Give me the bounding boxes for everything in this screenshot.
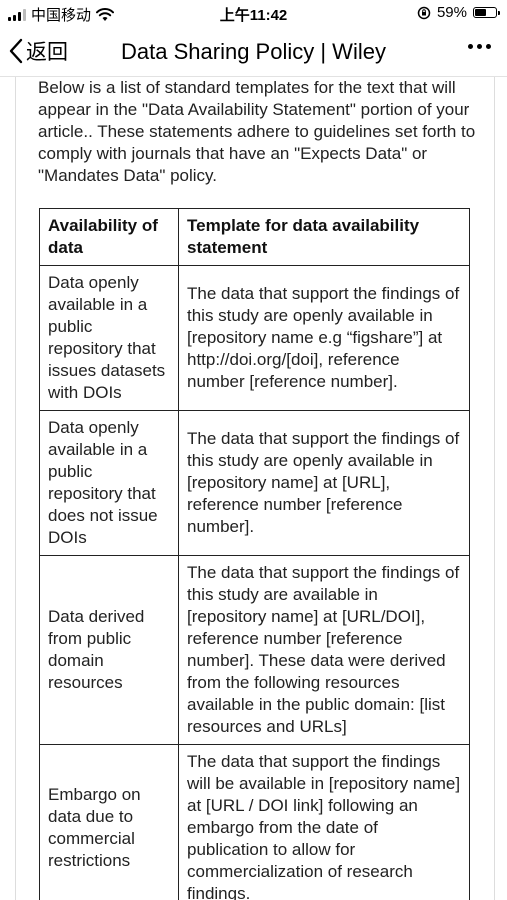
back-button[interactable]: 返回 (8, 36, 68, 66)
status-right: 59% (417, 4, 500, 21)
status-left: 中国移动 (8, 4, 115, 25)
data-availability-table: Availability of data Template for data a… (39, 208, 470, 900)
status-time: 上午11:42 (219, 7, 288, 24)
table-row: Data openly available in a public reposi… (39, 410, 470, 556)
table-row: Data openly available in a public reposi… (39, 265, 470, 411)
chevron-left-icon (9, 38, 23, 64)
signal-icon (8, 8, 26, 21)
table-header-row: Availability of data Template for data a… (39, 208, 470, 266)
availability-cell: Data openly available in a public reposi… (39, 410, 179, 556)
availability-cell: Data derived from public domain resource… (39, 555, 179, 745)
rotation-lock-icon (417, 6, 431, 19)
column-header-template: Template for data availability statement (178, 208, 470, 266)
wifi-icon (96, 7, 115, 21)
battery-percent: 59% (436, 4, 467, 21)
template-cell: The data that support the findings of th… (178, 410, 470, 556)
intro-paragraph: Below is a list of standard templates fo… (38, 78, 476, 185)
template-cell: The data that support the findings of th… (178, 265, 470, 411)
status-bar: 中国移动 上午11:42 59% (0, 0, 507, 28)
column-header-availability: Availability of data (39, 208, 179, 266)
template-cell: The data that support the findings will … (178, 744, 470, 900)
more-options-button[interactable] (468, 44, 491, 49)
navigation-bar: 返回 Data Sharing Policy | Wiley (0, 28, 507, 77)
availability-cell: Embargo on data due to commercial restri… (39, 744, 179, 900)
battery-fill (475, 9, 487, 16)
battery-icon (473, 7, 500, 18)
more-dot-icon (486, 44, 491, 49)
carrier-label: 中国移动 (31, 7, 92, 24)
page-title: Data Sharing Policy | Wiley (121, 39, 386, 64)
table-row: Embargo on data due to commercial restri… (39, 744, 470, 900)
more-dot-icon (477, 44, 482, 49)
table-row: Data derived from public domain resource… (39, 555, 470, 745)
more-dot-icon (468, 44, 473, 49)
availability-cell: Data openly available in a public reposi… (39, 265, 179, 411)
page-content[interactable]: Below is a list of standard templates fo… (15, 77, 495, 900)
back-label: 返回 (26, 41, 68, 64)
template-cell: The data that support the findings of th… (178, 555, 470, 745)
